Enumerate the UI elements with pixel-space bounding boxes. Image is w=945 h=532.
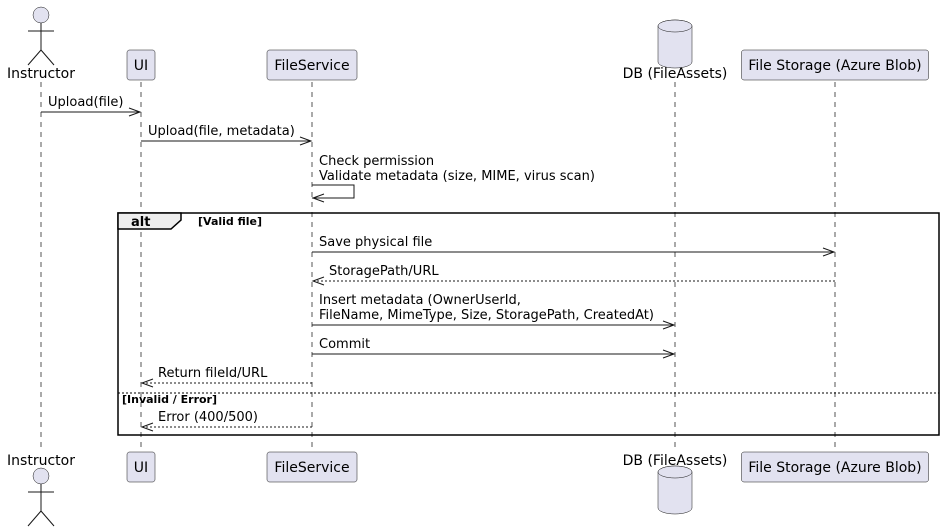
message-7: Commit bbox=[312, 337, 676, 359]
alt-frame-border bbox=[117, 212, 940, 436]
participant-box bbox=[741, 451, 929, 483]
message-6: Insert metadata (OwnerUserId,FileName, M… bbox=[312, 293, 676, 330]
message-label: Error (400/500) bbox=[158, 410, 258, 425]
message-label: Check permission bbox=[319, 154, 434, 169]
participant-label: Instructor bbox=[7, 453, 75, 469]
participant-label: DB (FileAssets) bbox=[623, 453, 728, 469]
participant-label: UI bbox=[134, 460, 148, 476]
arrowhead bbox=[662, 349, 676, 359]
message-8: Return fileId/URL bbox=[140, 366, 312, 388]
participant-label: DB (FileAssets) bbox=[623, 66, 728, 82]
message-2: Upload(file, metadata) bbox=[141, 124, 313, 146]
message-label: Save physical file bbox=[319, 235, 432, 250]
alt-frame-label: alt bbox=[131, 215, 150, 230]
message-label: Validate metadata (size, MIME, virus sca… bbox=[319, 169, 595, 184]
participant-db-bottom: DB (FileAssets) bbox=[623, 453, 728, 515]
database-icon bbox=[657, 465, 693, 515]
participant-box bbox=[126, 49, 156, 81]
arrowhead bbox=[140, 422, 154, 432]
participant-instructor-top: Instructor bbox=[7, 6, 75, 82]
participant-label: Instructor bbox=[7, 66, 75, 82]
message-label: Commit bbox=[319, 337, 370, 352]
participant-ui-bottom: UI bbox=[126, 451, 156, 483]
arrowhead bbox=[662, 320, 676, 330]
participant-instructor-bottom: Instructor bbox=[7, 453, 75, 527]
participant-box bbox=[266, 49, 358, 81]
participant-label: FileService bbox=[274, 58, 349, 74]
message-4: Save physical file bbox=[312, 235, 836, 257]
message-label: Upload(file) bbox=[48, 95, 124, 110]
participant-label: File Storage (Azure Blob) bbox=[748, 460, 921, 476]
message-label: FileName, MimeType, Size, StoragePath, C… bbox=[319, 308, 654, 323]
message-5: StoragePath/URL bbox=[311, 264, 835, 286]
participant-ui-top: UI bbox=[126, 49, 156, 81]
participant-box bbox=[126, 451, 156, 483]
arrowhead bbox=[311, 193, 325, 203]
message-label: Return fileId/URL bbox=[158, 366, 268, 381]
alt-guard-invalid: [Invalid / Error] bbox=[122, 393, 217, 406]
participant-label: File Storage (Azure Blob) bbox=[748, 58, 921, 74]
participant-storage-bottom: File Storage (Azure Blob) bbox=[741, 451, 929, 483]
message-label: StoragePath/URL bbox=[329, 264, 439, 279]
message-line bbox=[312, 184, 355, 199]
participant-label: UI bbox=[134, 58, 148, 74]
message-label: Upload(file, metadata) bbox=[148, 124, 295, 139]
message-1: Upload(file) bbox=[41, 95, 142, 117]
participant-box bbox=[266, 451, 358, 483]
arrowhead bbox=[128, 107, 142, 117]
message-label: Insert metadata (OwnerUserId, bbox=[319, 293, 521, 308]
arrowhead bbox=[140, 378, 154, 388]
participant-fileservice-top: FileService bbox=[266, 49, 358, 81]
participant-label: FileService bbox=[274, 460, 349, 476]
arrowhead bbox=[311, 276, 325, 286]
alt-frame-tab bbox=[117, 212, 182, 230]
actor-icon bbox=[27, 467, 55, 527]
participant-db-top: DB (FileAssets) bbox=[623, 19, 728, 82]
database-icon bbox=[657, 19, 693, 69]
arrowhead bbox=[822, 247, 836, 257]
participant-storage-top: File Storage (Azure Blob) bbox=[741, 49, 929, 81]
participant-box bbox=[741, 49, 929, 81]
message-9: Error (400/500) bbox=[140, 410, 312, 432]
alt-frame: alt [Valid file] [Invalid / Error] bbox=[117, 212, 940, 436]
arrowhead bbox=[299, 136, 313, 146]
actor-icon bbox=[27, 6, 55, 66]
participant-fileservice-bottom: FileService bbox=[266, 451, 358, 483]
alt-guard-valid: [Valid file] bbox=[198, 215, 262, 228]
